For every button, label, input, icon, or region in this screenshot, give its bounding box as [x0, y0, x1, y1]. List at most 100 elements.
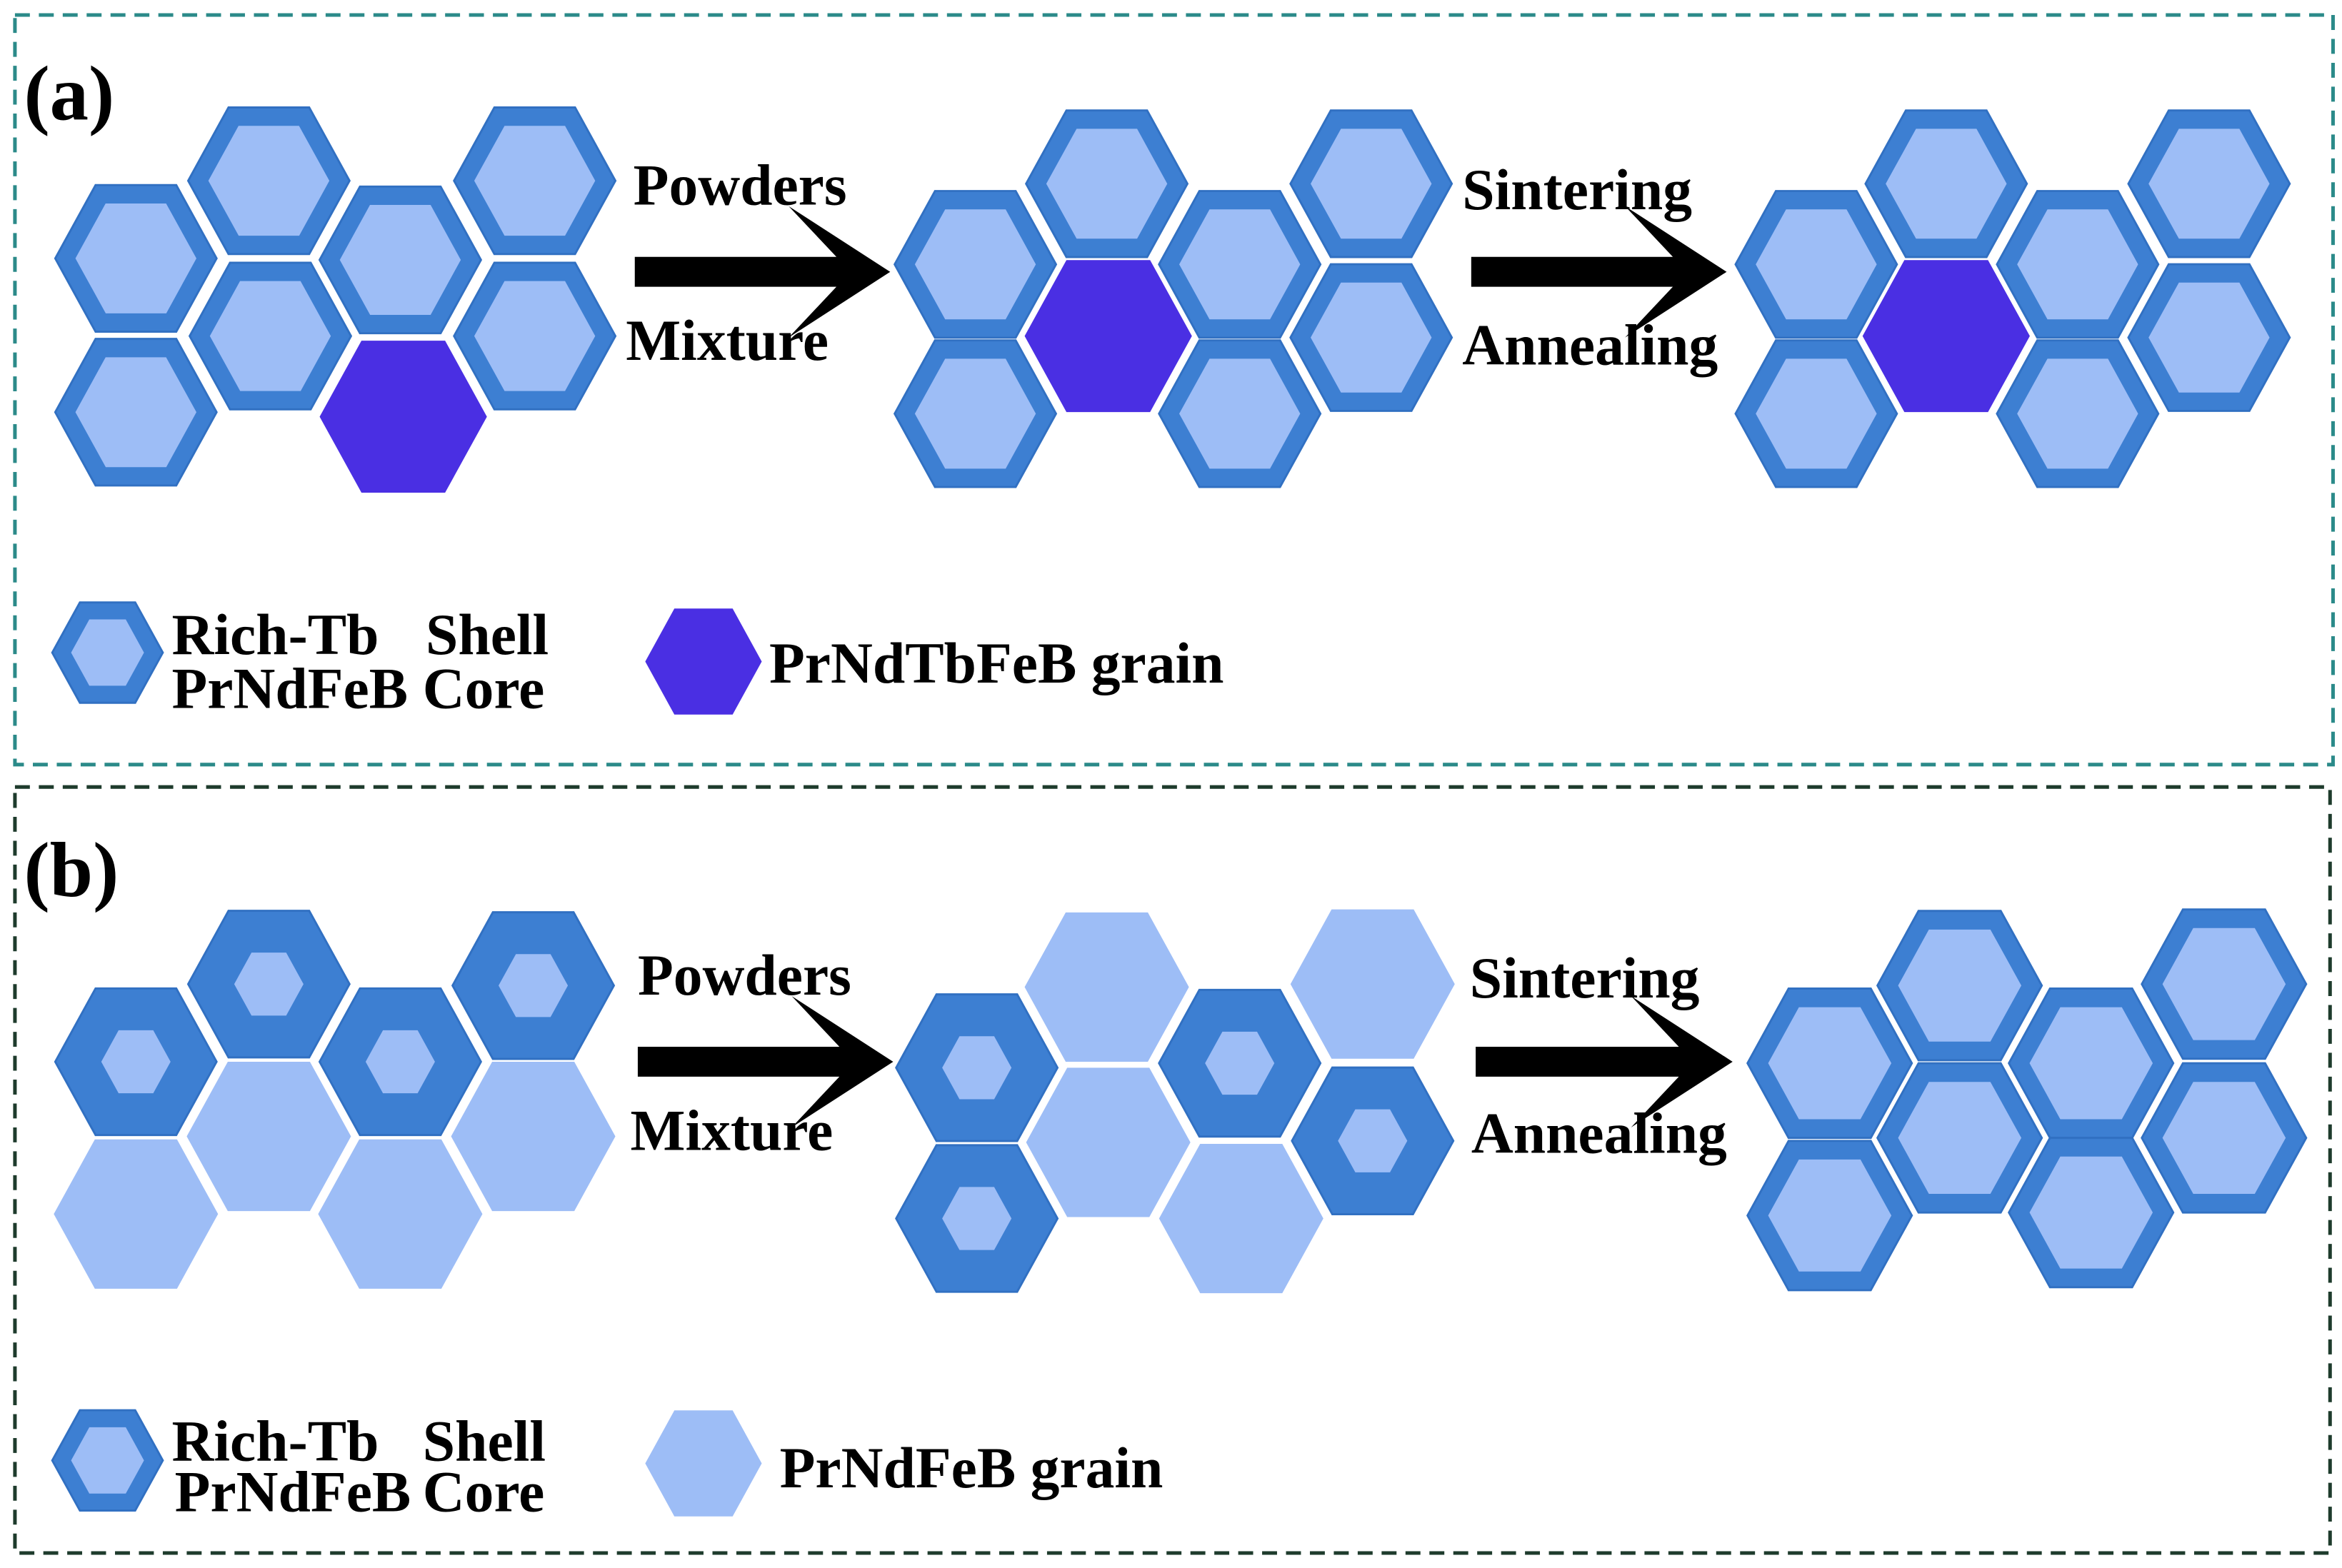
core-shell-grain — [2127, 109, 2291, 258]
prndfeb-core — [2148, 282, 2270, 393]
prndfeb-core — [2017, 358, 2138, 469]
legend-core-shell-swatch — [51, 1409, 164, 1512]
prndfeb-core — [1179, 209, 1301, 320]
prndfeb-grain — [1026, 1067, 1191, 1217]
arrow-label-powders: Powders — [638, 943, 851, 1007]
prndfeb-grain — [645, 1410, 762, 1517]
prndfeb-grain — [186, 1061, 351, 1212]
core-shell-grain — [318, 185, 483, 335]
arrow-label-mixture: Mixture — [630, 1097, 833, 1162]
arrow-label-annealing: Annealing — [1462, 312, 1718, 377]
prndfeb-core — [1311, 282, 1432, 393]
core-shell-grain — [51, 601, 164, 704]
prndfeb-core — [234, 953, 304, 1016]
legend-grain-swatch — [645, 608, 762, 715]
panel-a: (a) Powders Mixture Sintering Annealing … — [13, 13, 2335, 767]
core-shell-grain — [2127, 263, 2291, 412]
core-shell-grain — [2141, 1062, 2308, 1214]
prndfeb-core — [208, 126, 330, 236]
arrow-label-mixture: Mixture — [626, 308, 829, 373]
core-shell-grain — [1876, 1062, 2043, 1214]
core-shell-grain — [1876, 910, 2043, 1062]
thick-shell-grain — [186, 910, 351, 1059]
prndfeb-core — [914, 358, 1036, 469]
thick-shell-grain — [895, 993, 1059, 1142]
arrow-label-sintering: Sintering — [1462, 157, 1692, 222]
core-shell-grain — [2141, 908, 2308, 1060]
prndtbfeb-grain — [645, 608, 762, 715]
core-shell-grain — [51, 1409, 164, 1512]
legend-core-prefix: PrNdFeB — [171, 655, 408, 720]
core-shell-grain — [1996, 190, 2160, 339]
core-shell-grain — [1024, 109, 1189, 258]
prndfeb-core — [75, 357, 196, 468]
core-shell-grain — [893, 339, 1058, 488]
panel-b-mixed-powders — [895, 909, 1455, 1294]
prndfeb-core — [1205, 1031, 1275, 1095]
panel-a-frame — [13, 13, 2335, 767]
prndfeb-core — [1886, 129, 2007, 239]
prndfeb-core — [1898, 1082, 2022, 1195]
prndfeb-grain — [318, 1139, 483, 1289]
prndfeb-grain — [54, 1139, 219, 1289]
core-shell-grain — [1158, 339, 1322, 488]
prndfeb-core — [942, 1036, 1012, 1100]
core-shell-grain — [1734, 190, 1898, 339]
prndfeb-core — [1338, 1109, 1408, 1172]
sintering-annealing-arrow — [1476, 995, 1733, 1127]
thick-shell-grain — [318, 987, 483, 1137]
core-shell-grain — [2007, 987, 2175, 1140]
legend-core-word: Core — [423, 1459, 545, 1524]
prndfeb-core — [2029, 1156, 2153, 1269]
core-shell-grain — [1746, 987, 1913, 1140]
panel-a-sintered-magnet — [1734, 109, 2291, 488]
arrow-label-annealing: Annealing — [1471, 1101, 1727, 1166]
core-shell-grain — [1158, 190, 1322, 339]
legend-grain-swatch — [645, 1410, 762, 1517]
panel-b-frame — [13, 785, 2332, 1555]
core-shell-grain — [893, 190, 1058, 339]
prndfeb-core — [339, 205, 461, 315]
panel-b-initial-powders — [54, 910, 616, 1289]
core-shell-grain — [1864, 109, 2028, 258]
prndfeb-core — [1311, 129, 1432, 239]
prndtbfeb-grain — [319, 341, 487, 493]
legend-shell-prefix: Rich-Tb — [171, 602, 379, 667]
prndfeb-core — [1179, 358, 1301, 469]
legend-grain-label: PrNdFeB grain — [780, 1435, 1164, 1500]
prndfeb-core — [1046, 129, 1168, 239]
prndfeb-grain — [1024, 912, 1189, 1062]
core-shell-grain — [186, 106, 351, 256]
panel-a-label: (a) — [24, 50, 114, 136]
thick-shell-grain — [1158, 988, 1322, 1138]
core-shell-grain — [188, 261, 353, 411]
arrow-label-powders: Powders — [634, 153, 847, 218]
core-shell-grain — [1996, 339, 2160, 488]
prndfeb-core — [365, 1030, 435, 1094]
core-shell-grain — [1746, 1140, 1913, 1292]
legend-shell-word: Shell — [423, 1408, 546, 1473]
panel-b: (b) Powders Mixture Sintering Annealing … — [13, 785, 2332, 1555]
legend-shell-prefix: Rich-Tb — [171, 1408, 379, 1473]
core-shell-grain — [54, 184, 218, 333]
legend-core-word: Core — [423, 655, 545, 720]
prndfeb-core — [1756, 358, 1877, 469]
panel-a-initial-powders — [54, 106, 617, 493]
thick-shell-grain — [451, 911, 616, 1060]
legend-core-prefix: PrNdFeB — [175, 1459, 411, 1524]
prndfeb-core — [2029, 1007, 2153, 1120]
core-shell-grain — [453, 261, 617, 411]
prndfeb-core — [942, 1187, 1012, 1250]
panel-a-legend: Rich-Tb Shell PrNdFeB Core PrNdTbFeB gra… — [51, 601, 1223, 720]
prndfeb-core — [2148, 129, 2270, 239]
prndfeb-core — [71, 619, 144, 686]
powders-mixture-arrow — [634, 206, 891, 338]
prndfeb-core — [1768, 1159, 1892, 1272]
prndfeb-core — [71, 1427, 144, 1494]
prndfeb-core — [209, 281, 331, 391]
core-shell-grain — [453, 106, 617, 256]
prndfeb-grain — [1290, 909, 1455, 1059]
thick-shell-grain — [895, 1144, 1059, 1293]
prndfeb-core — [2162, 1082, 2286, 1195]
